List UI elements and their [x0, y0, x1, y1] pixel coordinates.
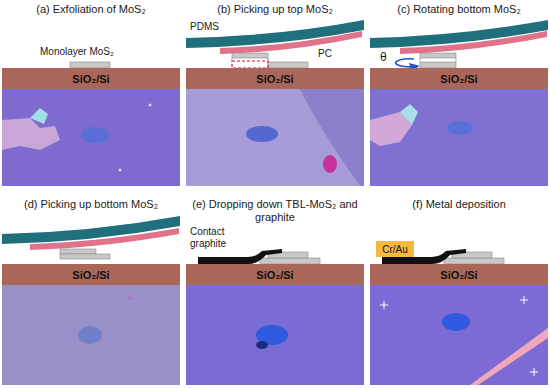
part-label: PDMS — [190, 21, 250, 33]
substrate-bar: SiO₂/Si — [370, 264, 548, 285]
angle-label: θ — [380, 50, 394, 64]
micrograph — [370, 285, 548, 385]
monolayer-flake — [447, 121, 473, 135]
substrate-bar: SiO₂/Si — [186, 68, 364, 89]
alignment-mark — [380, 301, 388, 309]
metal-label: Cr/Au — [382, 244, 408, 255]
micrograph — [186, 285, 364, 385]
substrate-bar: SiO₂/Si — [2, 264, 180, 285]
debris — [149, 104, 152, 107]
monolayer-flake — [81, 127, 109, 143]
substrate-label: SiO₂/Si — [256, 73, 293, 85]
part-label: PC — [318, 48, 348, 60]
graphite-flake — [256, 341, 268, 349]
pdms-stamp — [2, 216, 180, 244]
substrate-label: SiO₂/Si — [440, 73, 477, 85]
thick-flake — [2, 118, 60, 150]
pc-film — [400, 31, 547, 54]
removed-region — [232, 61, 268, 68]
micrograph — [186, 89, 364, 186]
debris — [129, 297, 132, 300]
substrate-label: SiO₂/Si — [72, 269, 109, 281]
part-label: Contact graphite — [190, 226, 242, 250]
monolayer-flake — [232, 53, 268, 58]
pc-film — [220, 31, 362, 54]
substrate-label: SiO₂/Si — [72, 73, 109, 85]
monolayer-flake — [60, 249, 96, 254]
panel-title: (f) Metal deposition — [370, 198, 548, 211]
micrograph — [370, 89, 548, 186]
debris — [119, 169, 122, 172]
panel-title: (c) Rotating bottom MoS₂ — [370, 3, 548, 16]
substrate-label: SiO₂/Si — [440, 269, 477, 281]
alignment-mark — [530, 368, 538, 376]
pdms-stamp — [370, 20, 548, 48]
pdms-stamp — [186, 20, 364, 48]
part-label: Monolayer MoS₂ — [40, 46, 140, 58]
panel-title: (a) Exfoliation of MoS₂ — [2, 3, 180, 16]
micrograph — [2, 89, 180, 186]
panel-title: (e) Dropping down TBL-MoS₂ and graphite — [186, 198, 364, 224]
substrate-bar: SiO₂/Si — [370, 68, 548, 89]
rotation-arrow — [396, 59, 418, 67]
stacked-flake — [78, 326, 102, 344]
substrate-bar: SiO₂/Si — [2, 68, 180, 89]
monolayer-flake — [420, 53, 456, 58]
micrograph — [2, 285, 180, 385]
monolayer-flake — [60, 254, 110, 259]
guide-line — [420, 58, 456, 62]
metal-contact: Cr/Au — [376, 241, 414, 257]
contact-graphite — [198, 249, 282, 264]
guide-line — [232, 58, 268, 61]
alignment-mark — [520, 296, 528, 304]
panel-title: (b) Picking up top MoS₂ — [186, 3, 364, 16]
pc-film — [30, 228, 179, 250]
panel-title: (d) Picking up bottom MoS₂ — [2, 198, 180, 211]
pc-region — [186, 89, 360, 186]
electrode — [470, 328, 548, 385]
substrate-label: SiO₂/Si — [256, 269, 293, 281]
stacked-flake — [442, 313, 470, 331]
thick-flake — [400, 104, 418, 125]
substrate-bar: SiO₂/Si — [186, 264, 364, 285]
monolayer-flake — [246, 126, 278, 142]
thick-flake — [30, 108, 48, 124]
thick-flake — [323, 155, 337, 173]
